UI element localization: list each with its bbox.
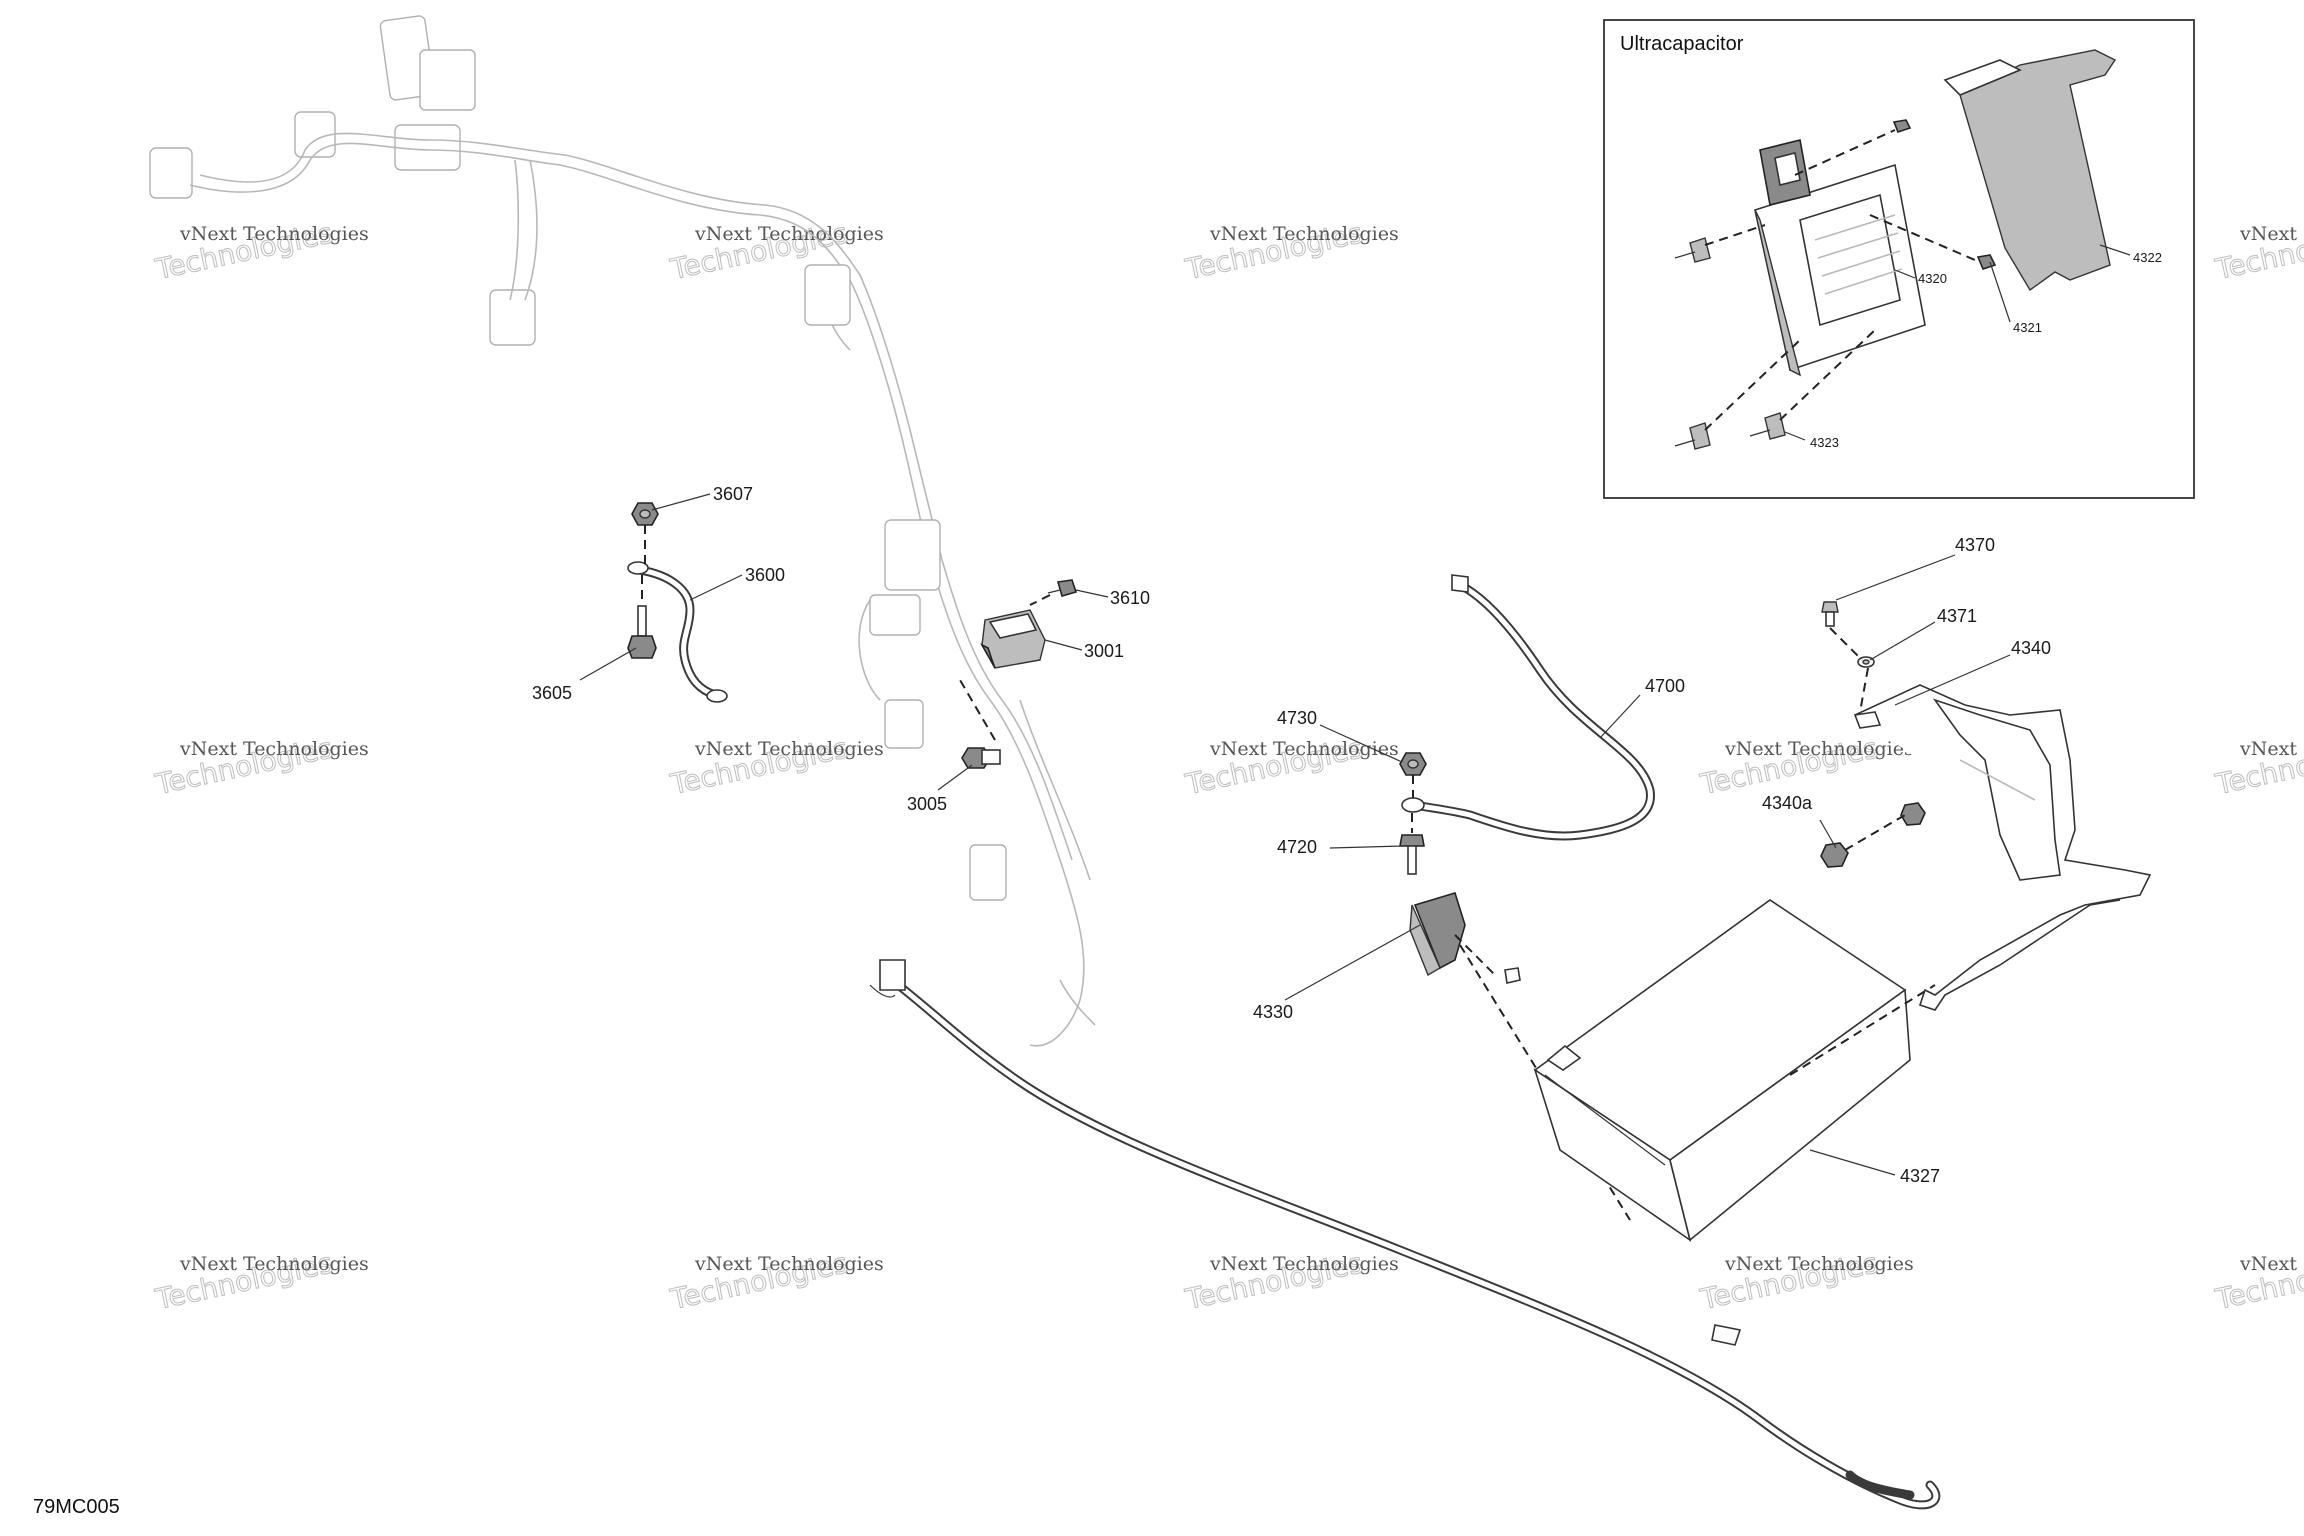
svg-text:vNext Technologies: vNext Technologies bbox=[1209, 738, 1399, 760]
callout-labels: 3607 3600 3605 3610 3001 3005 4370 4371 … bbox=[532, 484, 2051, 1186]
callout-4370: 4370 bbox=[1955, 535, 1995, 555]
svg-text:vNext Technologies: vNext Technologies bbox=[179, 223, 369, 245]
svg-text:vNext: vNext bbox=[2239, 223, 2297, 245]
callout-4371: 4371 bbox=[1937, 606, 1977, 626]
callout-3610: 3610 bbox=[1110, 588, 1150, 608]
svg-text:vNext Technologies: vNext Technologies bbox=[1209, 1253, 1399, 1275]
shield-4322 bbox=[1943, 49, 2117, 292]
callout-3607: 3607 bbox=[713, 484, 753, 504]
callout-4340: 4340 bbox=[2011, 638, 2051, 658]
relay-3001 bbox=[980, 609, 1046, 669]
callout-4327: 4327 bbox=[1900, 1166, 1940, 1186]
callout-3605: 3605 bbox=[532, 683, 572, 703]
callout-4320: 4320 bbox=[1918, 271, 1947, 286]
callout-4330: 4330 bbox=[1253, 1002, 1293, 1022]
terminal-cover-4330 bbox=[1409, 892, 1466, 977]
nut-4730 bbox=[1399, 752, 1427, 776]
watermark: Technologies vNext Technologies bbox=[666, 216, 884, 287]
watermark: Technologies vNext Technologies bbox=[151, 216, 369, 287]
callout-4720: 4720 bbox=[1277, 837, 1317, 857]
svg-text:vNext Technologies: vNext Technologies bbox=[179, 738, 369, 760]
callout-3005: 3005 bbox=[907, 794, 947, 814]
ground-strap-3600 bbox=[627, 561, 728, 703]
nut-4340a bbox=[1820, 802, 1926, 868]
main-wiring-harness bbox=[149, 15, 1096, 1047]
svg-text:vNext Technologies: vNext Technologies bbox=[1724, 738, 1914, 760]
bolt-3610 bbox=[1047, 579, 1078, 597]
bolt-3605 bbox=[627, 605, 657, 659]
svg-text:vNext: vNext bbox=[2239, 738, 2297, 760]
svg-text:vNext Technologies: vNext Technologies bbox=[694, 1253, 884, 1275]
callout-4323: 4323 bbox=[1810, 435, 1839, 450]
watermark: Technologies vNext Technologies bbox=[151, 731, 369, 802]
bolt-4370 bbox=[1821, 601, 1839, 627]
callout-4340a: 4340a bbox=[1762, 793, 1813, 813]
callout-4700: 4700 bbox=[1645, 676, 1685, 696]
watermark: Technologies vNext Technologies bbox=[666, 731, 884, 802]
battery-bracket-4340 bbox=[1853, 684, 2152, 1011]
svg-text:vNext Technologies: vNext Technologies bbox=[694, 738, 884, 760]
svg-text:vNext Technologies: vNext Technologies bbox=[1209, 223, 1399, 245]
watermark: Technologies vNext Technologies bbox=[1181, 216, 1399, 287]
terminal-cable-4700 bbox=[1401, 574, 1655, 841]
svg-text:vNext Technologies: vNext Technologies bbox=[179, 1253, 369, 1275]
nut-3607 bbox=[631, 502, 659, 526]
callout-4730: 4730 bbox=[1277, 708, 1317, 728]
watermark: Technologies vNext Technologies bbox=[1181, 731, 1399, 802]
watermark: Technologies vNext bbox=[2211, 1246, 2304, 1317]
callout-leaders bbox=[579, 493, 2011, 1176]
watermark: Technologies vNext Technologies bbox=[1696, 731, 1914, 802]
svg-text:vNext Technologies: vNext Technologies bbox=[694, 223, 884, 245]
watermark: Technologies vNext Technologies bbox=[1696, 1246, 1914, 1317]
svg-text:vNext: vNext bbox=[2239, 1253, 2297, 1275]
watermark: Technologies vNext Technologies bbox=[666, 1246, 884, 1317]
bolt-4720 bbox=[1399, 834, 1425, 875]
watermark: Technologies vNext Technologies bbox=[151, 1246, 369, 1317]
callout-3600: 3600 bbox=[745, 565, 785, 585]
callout-3001: 3001 bbox=[1084, 641, 1124, 661]
svg-text:vNext Technologies: vNext Technologies bbox=[1724, 1253, 1914, 1275]
figure-reference: 79MC005 bbox=[33, 1496, 120, 1518]
inset-title: Ultracapacitor bbox=[1620, 33, 1744, 55]
ultracapacitor-4320 bbox=[1754, 139, 1926, 377]
watermark: Technologies vNext bbox=[2211, 216, 2304, 287]
callout-4322: 4322 bbox=[2133, 250, 2162, 265]
nut-3005 bbox=[961, 747, 1001, 769]
main-battery-cable bbox=[869, 959, 1941, 1510]
battery-4327 bbox=[1533, 899, 1911, 1242]
ultracapacitor-inset: Ultracapacitor bbox=[1603, 19, 2195, 499]
terminal-screw bbox=[1504, 967, 1521, 984]
watermark: Technologies vNext bbox=[2211, 731, 2304, 802]
callout-4321: 4321 bbox=[2013, 320, 2042, 335]
watermark: Technologies vNext Technologies bbox=[1181, 1246, 1399, 1317]
